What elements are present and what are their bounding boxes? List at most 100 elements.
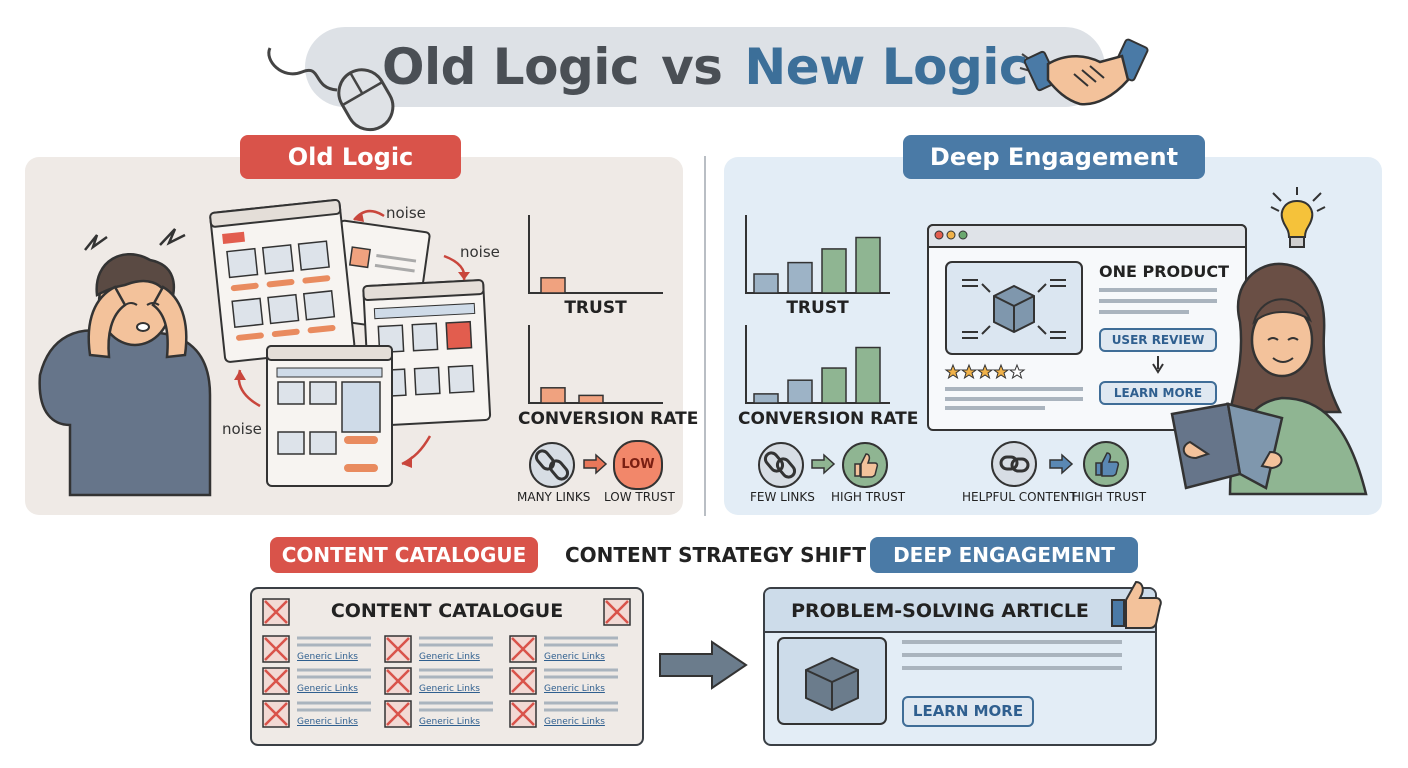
star-icon <box>960 363 978 380</box>
low-badge: LOW <box>613 440 663 490</box>
stressed-person-illustration <box>38 228 212 497</box>
helpful-content-label: HELPFUL CONTENT <box>962 490 1077 504</box>
crossed-out-item-icon <box>384 667 412 695</box>
old-trust-chart <box>528 215 663 294</box>
chart-bar <box>855 236 881 294</box>
title-vs: vs <box>661 38 723 96</box>
new-trust-chart-label: TRUST <box>786 298 849 318</box>
down-arrow-icon <box>1152 356 1164 374</box>
arrow-icon <box>811 453 836 475</box>
crossed-out-item-icon <box>384 635 412 663</box>
content-strategy-shift-label: CONTENT STRATEGY SHIFT <box>565 543 867 567</box>
mouse-icon <box>267 47 395 132</box>
old-conversion-chart <box>528 325 663 404</box>
content-catalogue-badge: CONTENT CATALOGUE <box>270 537 538 573</box>
noise-label: noise <box>222 420 262 438</box>
lightbulb-icon <box>1270 187 1326 248</box>
learn-more-button[interactable]: LEARN MORE <box>1099 381 1217 405</box>
crossed-out-item-icon <box>509 667 537 695</box>
arrow-icon <box>1049 453 1074 475</box>
link-icon <box>758 442 804 488</box>
noise-label: noise <box>386 204 426 222</box>
generic-link[interactable]: Generic Links <box>297 652 358 662</box>
chart-bar <box>540 387 566 404</box>
window-controls-icon <box>934 230 968 240</box>
chart-bar <box>821 248 847 294</box>
title-banner <box>305 27 1105 107</box>
deep-engagement-bottom-badge: DEEP ENGAGEMENT <box>870 537 1138 573</box>
one-product-title: ONE PRODUCT <box>1099 262 1230 281</box>
panel-divider <box>704 156 706 516</box>
old-trust-chart-label: TRUST <box>564 298 627 318</box>
generic-link[interactable]: Generic Links <box>544 652 605 662</box>
star-icon <box>1008 363 1026 380</box>
cluttered-webpages-illustration <box>209 198 492 487</box>
star-icon <box>992 363 1010 380</box>
crossed-out-item-icon <box>262 700 290 728</box>
link-icon <box>991 441 1037 487</box>
few-links-label: FEW LINKS <box>750 490 815 504</box>
thumbs-up-icon <box>1111 580 1162 629</box>
chart-bar <box>855 346 881 404</box>
new-trust-chart <box>745 215 890 294</box>
reading-person-illustration <box>1170 262 1368 496</box>
new-conversion-chart-label: CONVERSION RATE <box>738 409 919 429</box>
deep-engagement-badge: Deep Engagement <box>903 135 1205 179</box>
title-old: Old Logic <box>381 38 640 96</box>
noise-label: noise <box>460 243 500 261</box>
chart-bar <box>787 379 813 404</box>
chart-bar <box>753 273 779 294</box>
text-lines <box>945 387 1083 410</box>
generic-link[interactable]: Generic Links <box>419 684 480 694</box>
learn-more-button[interactable]: LEARN MORE <box>902 696 1034 727</box>
high-trust-label: HIGH TRUST <box>1072 490 1147 504</box>
crossed-out-item-icon <box>262 667 290 695</box>
low-trust-label: LOW TRUST <box>604 490 675 504</box>
crossed-out-grid <box>262 598 631 728</box>
crossed-out-item-icon <box>603 598 631 626</box>
catalogue-title: CONTENT CATALOGUE <box>330 600 564 622</box>
generic-link[interactable]: Generic Links <box>544 717 605 727</box>
content-catalogue-box <box>250 587 644 746</box>
box-icon <box>945 261 1083 355</box>
chart-axis <box>528 325 663 404</box>
window-titlebar <box>927 224 1247 248</box>
generic-link[interactable]: Generic Links <box>297 717 358 727</box>
old-conversion-chart-label: CONVERSION RATE <box>518 409 699 429</box>
article-title: PROBLEM-SOLVING ARTICLE <box>791 600 1089 622</box>
crossed-out-item-icon <box>262 635 290 663</box>
chart-bar <box>787 261 813 294</box>
chart-bar <box>578 394 604 404</box>
article-header <box>765 589 1155 633</box>
page-title: Old Logic vs New Logic <box>305 27 1105 107</box>
star-icon <box>976 363 994 380</box>
box-icon <box>777 637 887 725</box>
high-trust-label: HIGH TRUST <box>831 490 906 504</box>
handshake-icon <box>1019 38 1149 106</box>
crossed-out-item-icon <box>384 700 412 728</box>
generic-link[interactable]: Generic Links <box>544 684 605 694</box>
many-links-label: MANY LINKS <box>517 490 591 504</box>
broken-link-icon <box>529 442 575 488</box>
chart-axis <box>528 215 663 294</box>
star-icon <box>944 363 962 380</box>
chart-bar <box>753 393 779 404</box>
user-review-button[interactable]: USER REVIEW <box>1099 328 1217 352</box>
text-lines <box>1099 288 1217 314</box>
arrow-icon <box>583 453 608 475</box>
old-logic-badge: Old Logic <box>240 135 461 179</box>
generic-link[interactable]: Generic Links <box>297 684 358 694</box>
crossed-out-item-icon <box>509 635 537 663</box>
title-new: New Logic <box>744 38 1029 96</box>
crossed-out-item-icon <box>509 700 537 728</box>
chart-bar <box>821 367 847 404</box>
new-conversion-chart <box>745 325 890 404</box>
text-lines <box>902 640 1122 670</box>
thumbs-up-icon <box>1083 441 1129 487</box>
thumbs-up-icon <box>842 442 888 488</box>
generic-link[interactable]: Generic Links <box>419 652 480 662</box>
generic-link[interactable]: Generic Links <box>419 717 480 727</box>
crossed-out-item-icon <box>262 598 290 626</box>
arrow-icon <box>659 640 748 690</box>
chart-bar <box>540 277 566 294</box>
